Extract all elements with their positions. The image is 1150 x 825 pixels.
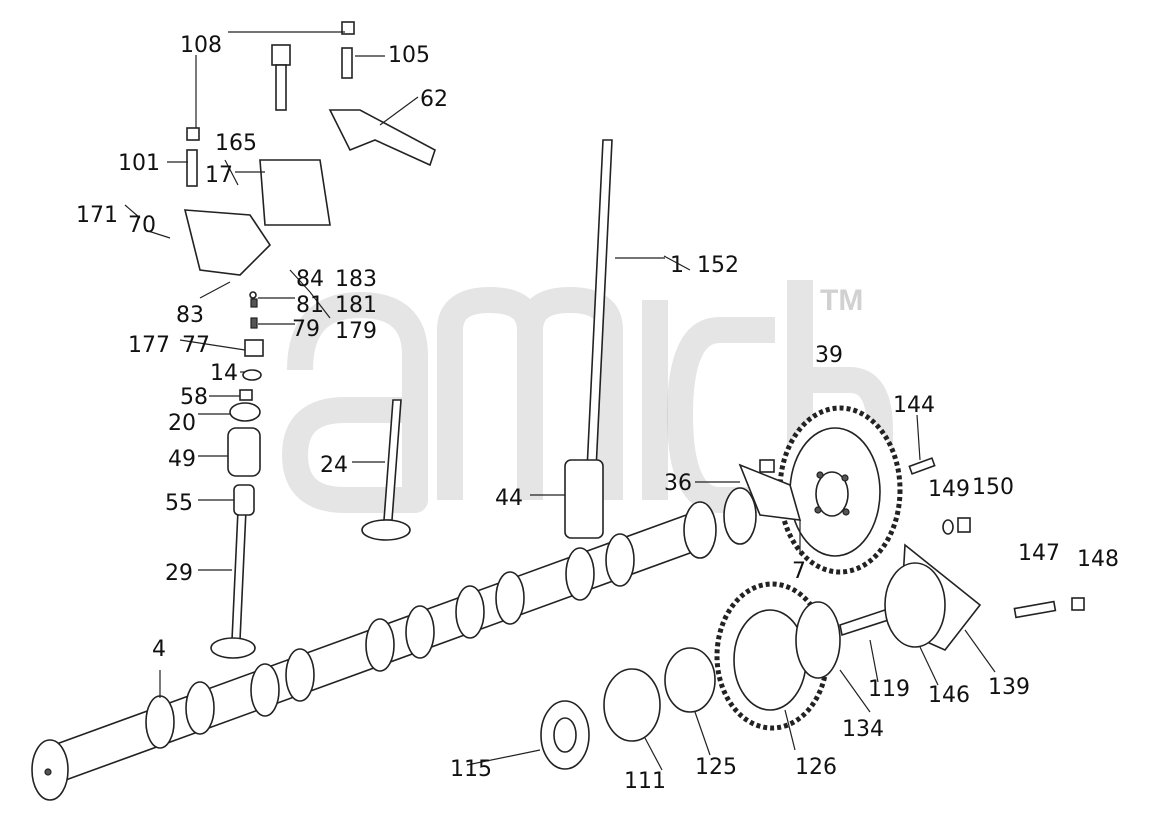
label-147: 147	[1018, 541, 1060, 566]
label-20: 20	[168, 411, 196, 436]
label-1: 1	[670, 253, 684, 278]
nut-top	[341, 21, 355, 35]
bolt-36	[759, 459, 775, 473]
label-146: 146	[928, 683, 970, 708]
label-4: 4	[152, 637, 166, 662]
label-144: 144	[893, 393, 935, 418]
label-83: 83	[176, 303, 204, 328]
trademark-mark: TM	[820, 284, 863, 317]
bushing	[664, 647, 716, 713]
rocker-arm-62	[328, 109, 436, 167]
label-70: 70	[128, 213, 156, 238]
nut-108	[186, 127, 200, 141]
label-183: 183	[335, 267, 377, 292]
tappet	[564, 459, 604, 539]
camshaft	[31, 487, 757, 801]
label-149: 149	[928, 477, 970, 502]
label-171: 171	[76, 203, 118, 228]
label-29: 29	[165, 561, 193, 586]
adjust-screw-101	[186, 149, 198, 187]
label-119: 119	[868, 677, 910, 702]
valve-spring-stack	[227, 291, 264, 516]
label-7: 7	[792, 559, 806, 584]
label-17: 17	[205, 163, 233, 188]
label-111: 111	[624, 769, 666, 794]
bolt-144	[908, 457, 936, 475]
exhaust-valve	[210, 509, 256, 659]
gasket	[884, 562, 946, 648]
rocker-arm-70	[183, 209, 272, 276]
label-165: 165	[215, 131, 257, 156]
label-55: 55	[165, 491, 193, 516]
label-108: 108	[180, 33, 222, 58]
label-14: 14	[210, 361, 238, 386]
rocker-bracket-17	[259, 159, 331, 226]
label-139: 139	[988, 675, 1030, 700]
label-115: 115	[450, 757, 492, 782]
nut-148	[1071, 597, 1085, 611]
label-179: 179	[335, 319, 377, 344]
label-39: 39	[815, 343, 843, 368]
idler-gear	[714, 581, 841, 731]
adjust-screw-105	[341, 47, 353, 79]
label-152: 152	[697, 253, 739, 278]
intake-valve	[361, 399, 411, 541]
label-177: 177	[128, 333, 170, 358]
label-105: 105	[388, 43, 430, 68]
label-181: 181	[335, 293, 377, 318]
part-labels: 108 105 62 165 101 17 171 70 1 152 84 18…	[76, 33, 1119, 794]
label-150: 150	[972, 475, 1014, 500]
label-148: 148	[1077, 547, 1119, 572]
label-126: 126	[795, 755, 837, 780]
leader-lines	[124, 31, 996, 771]
label-62: 62	[420, 87, 448, 112]
label-134: 134	[842, 717, 884, 742]
label-79: 79	[292, 317, 320, 342]
label-81: 81	[296, 293, 324, 318]
stud-147	[1013, 600, 1057, 619]
label-24: 24	[320, 453, 348, 478]
label-44: 44	[495, 486, 523, 511]
label-125: 125	[695, 755, 737, 780]
label-84: 84	[296, 267, 324, 292]
label-77: 77	[182, 333, 210, 358]
camshaft-gear	[777, 405, 903, 575]
label-58: 58	[180, 385, 208, 410]
bolt-head	[271, 44, 291, 66]
bolt-shank	[275, 64, 287, 111]
washer-149	[942, 519, 954, 535]
label-36: 36	[664, 471, 692, 496]
idler-hub	[603, 668, 661, 742]
label-101: 101	[118, 151, 160, 176]
bolt-150	[957, 517, 971, 533]
label-49: 49	[168, 447, 196, 472]
